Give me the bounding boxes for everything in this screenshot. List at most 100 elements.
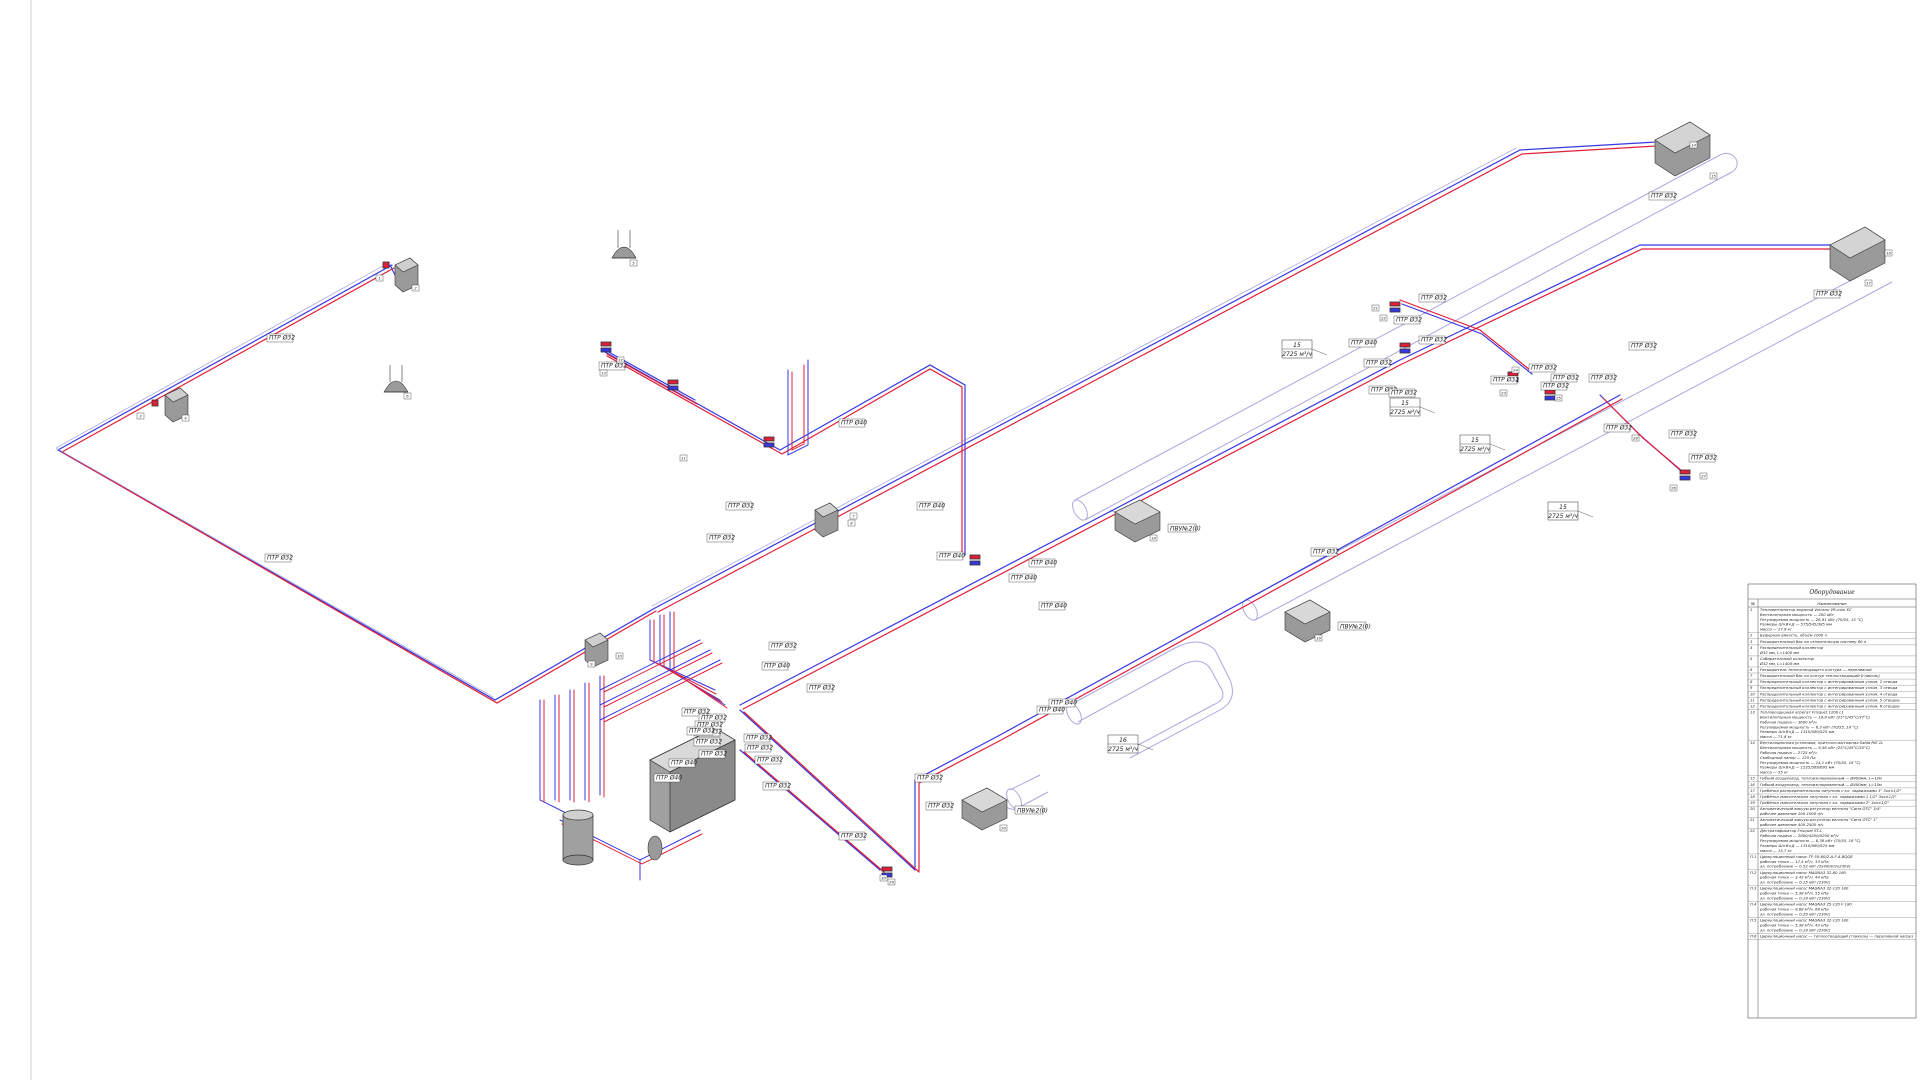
pipe-label-text: ПТР Ø32: [771, 643, 797, 650]
callout-tag: 14: [1689, 141, 1698, 149]
callout-tag: 8: [847, 519, 856, 527]
callout-tag-text: 6: [406, 394, 409, 399]
equipment-row-number: П.3: [1750, 886, 1757, 891]
pipe-label-text: ПТР Ø32: [1396, 317, 1422, 324]
destratifier-unit: [611, 230, 637, 259]
pipe-label-box: [1540, 381, 1568, 391]
callout-tag: 17: [1864, 279, 1873, 287]
pipe-label-box: [1348, 338, 1376, 348]
pipe-label-box: [806, 683, 834, 693]
callout-tag: 9: [587, 660, 596, 668]
equipment-row-number: 16: [1750, 782, 1755, 787]
pipe-label-text: ПТР Ø40: [1041, 603, 1067, 610]
callout-tag-box: [679, 454, 688, 462]
equipment-row-line: Распределительный коллектор с интегриров…: [1760, 697, 1900, 702]
pipe-label-text: ПТР Ø40: [841, 420, 867, 427]
expansion-tank: [647, 835, 663, 861]
callout-tag: 1: [375, 274, 384, 282]
equipment-row-number: 21: [1750, 817, 1755, 822]
equipment-row-line: Регулируемая мощность — 14,1 кВт (70/55,…: [1760, 760, 1861, 765]
pipe-label-box: [653, 773, 681, 783]
duct-label-flow: 2725 м³/ч: [1548, 513, 1578, 520]
equipment-row-line: Дестратификатор Frisquet ST-L: [1759, 828, 1822, 833]
pipe-label-text: ПТР Ø40: [1031, 560, 1057, 567]
pipe-label-text: ПТР Ø32: [728, 503, 754, 510]
heater-unit: [814, 502, 839, 538]
pipe-label: ПТР Ø32: [1528, 363, 1557, 373]
pipe-label-text: ПТР Ø32: [1631, 343, 1657, 350]
callout-tag-text: 13: [601, 371, 606, 376]
unit-label-layer: ПВУ№2(0)ПВУ№2(0)ПВУ№2(0): [1014, 523, 1371, 815]
equipment-row-line: Распределительный коллектор с интегриров…: [1760, 704, 1900, 709]
callout-tag-box: [1379, 314, 1388, 322]
equipment-row-line: Гибкий воздуховод, теплоизолированный — …: [1760, 782, 1882, 787]
pipe-label: ПТР Ø32: [762, 781, 791, 791]
callout-tag-box: [999, 824, 1008, 832]
unit-label-box: [1167, 523, 1197, 533]
equipment-row-number: 4: [1750, 645, 1753, 650]
equipment-row-line: Циркуляционный насос MAGNA3 32-120 180: [1760, 886, 1849, 891]
duct-label-number: 15: [1559, 504, 1567, 511]
equipment-row-line: Гребёнка смесительная латунная с кл. зад…: [1760, 794, 1897, 799]
equipment-row-number: 1: [1750, 607, 1752, 612]
duct-label-number: 15: [1401, 400, 1409, 407]
equipment-row-line: рабочее давление 200-1000 л/ч: [1759, 811, 1824, 816]
pipe-label-text: ПТР Ø32: [1671, 431, 1697, 438]
unit-label: ПВУ№2(0): [1337, 621, 1371, 631]
duct-end: [1072, 499, 1088, 521]
pipe-label-text: ПТР Ø40: [1011, 575, 1037, 582]
callout-tag-box: [1149, 534, 1158, 542]
callout-tag: 11: [679, 454, 688, 462]
callout-tag-text: 1: [378, 276, 380, 281]
pipe-label: ПТР Ø32: [1550, 373, 1579, 383]
pipe-label-box: [698, 749, 726, 759]
pipe-label: ПТР Ø32: [1310, 547, 1339, 557]
pipe-label: ПТР Ø32: [1813, 289, 1842, 299]
callout-tag-box: [887, 878, 896, 886]
unit-label-box: [1014, 805, 1044, 815]
pipe-label-box: [768, 641, 796, 651]
pipe-label-box: [1388, 388, 1416, 398]
callout-tag-box: [587, 660, 596, 668]
duct-tube: [1069, 641, 1233, 759]
pipe-label-box: [744, 743, 772, 753]
pipe-label: ПТР Ø32: [1418, 335, 1447, 345]
pipe-label-text: ПТР Ø40: [1351, 340, 1377, 347]
vent-unit: [1114, 499, 1161, 543]
pipe-label-text: ПТР Ø32: [757, 757, 783, 764]
equipment-row-number: П.4: [1750, 902, 1757, 907]
equipment-row-number: 5: [1750, 656, 1753, 661]
equipment-row-line: Размеры Ш×В×Д — 1310/580/525 мм: [1760, 843, 1834, 848]
heater-unit: [394, 257, 419, 293]
pipe-label: ПТР Ø32: [681, 707, 710, 717]
pipe-label-box: [1648, 191, 1676, 201]
pipe-label: ПТР Ø32: [743, 733, 772, 743]
pipe-label-box: [1688, 453, 1716, 463]
pipe-label-text: ПТР Ø32: [1553, 375, 1579, 382]
pipe-label: ПТР Ø32: [744, 743, 773, 753]
callout-tag-text: 5: [632, 261, 635, 266]
equipment-row-line: Ø32 мм, L=1400 мм: [1759, 650, 1799, 655]
pipe-label-text: ПТР Ø32: [1531, 365, 1557, 372]
equipment-row-line: Гребёнка распределительная латунная с кл…: [1760, 788, 1902, 793]
pipe-label-box: [1603, 423, 1631, 433]
equipment-row-line: эл. потребление — 0,18 кВт (230V): [1760, 896, 1831, 901]
pipe-network: [55, 139, 1841, 881]
pipe-label: ПТР Ø40: [838, 418, 867, 428]
destratifier-unit: [383, 365, 409, 393]
pipe-label: ПТР Ø40: [1348, 338, 1377, 348]
pipe-label-box: [838, 831, 866, 841]
callout-tag-box: [879, 874, 888, 882]
pipe-label: ПТР Ø40: [1038, 601, 1067, 611]
